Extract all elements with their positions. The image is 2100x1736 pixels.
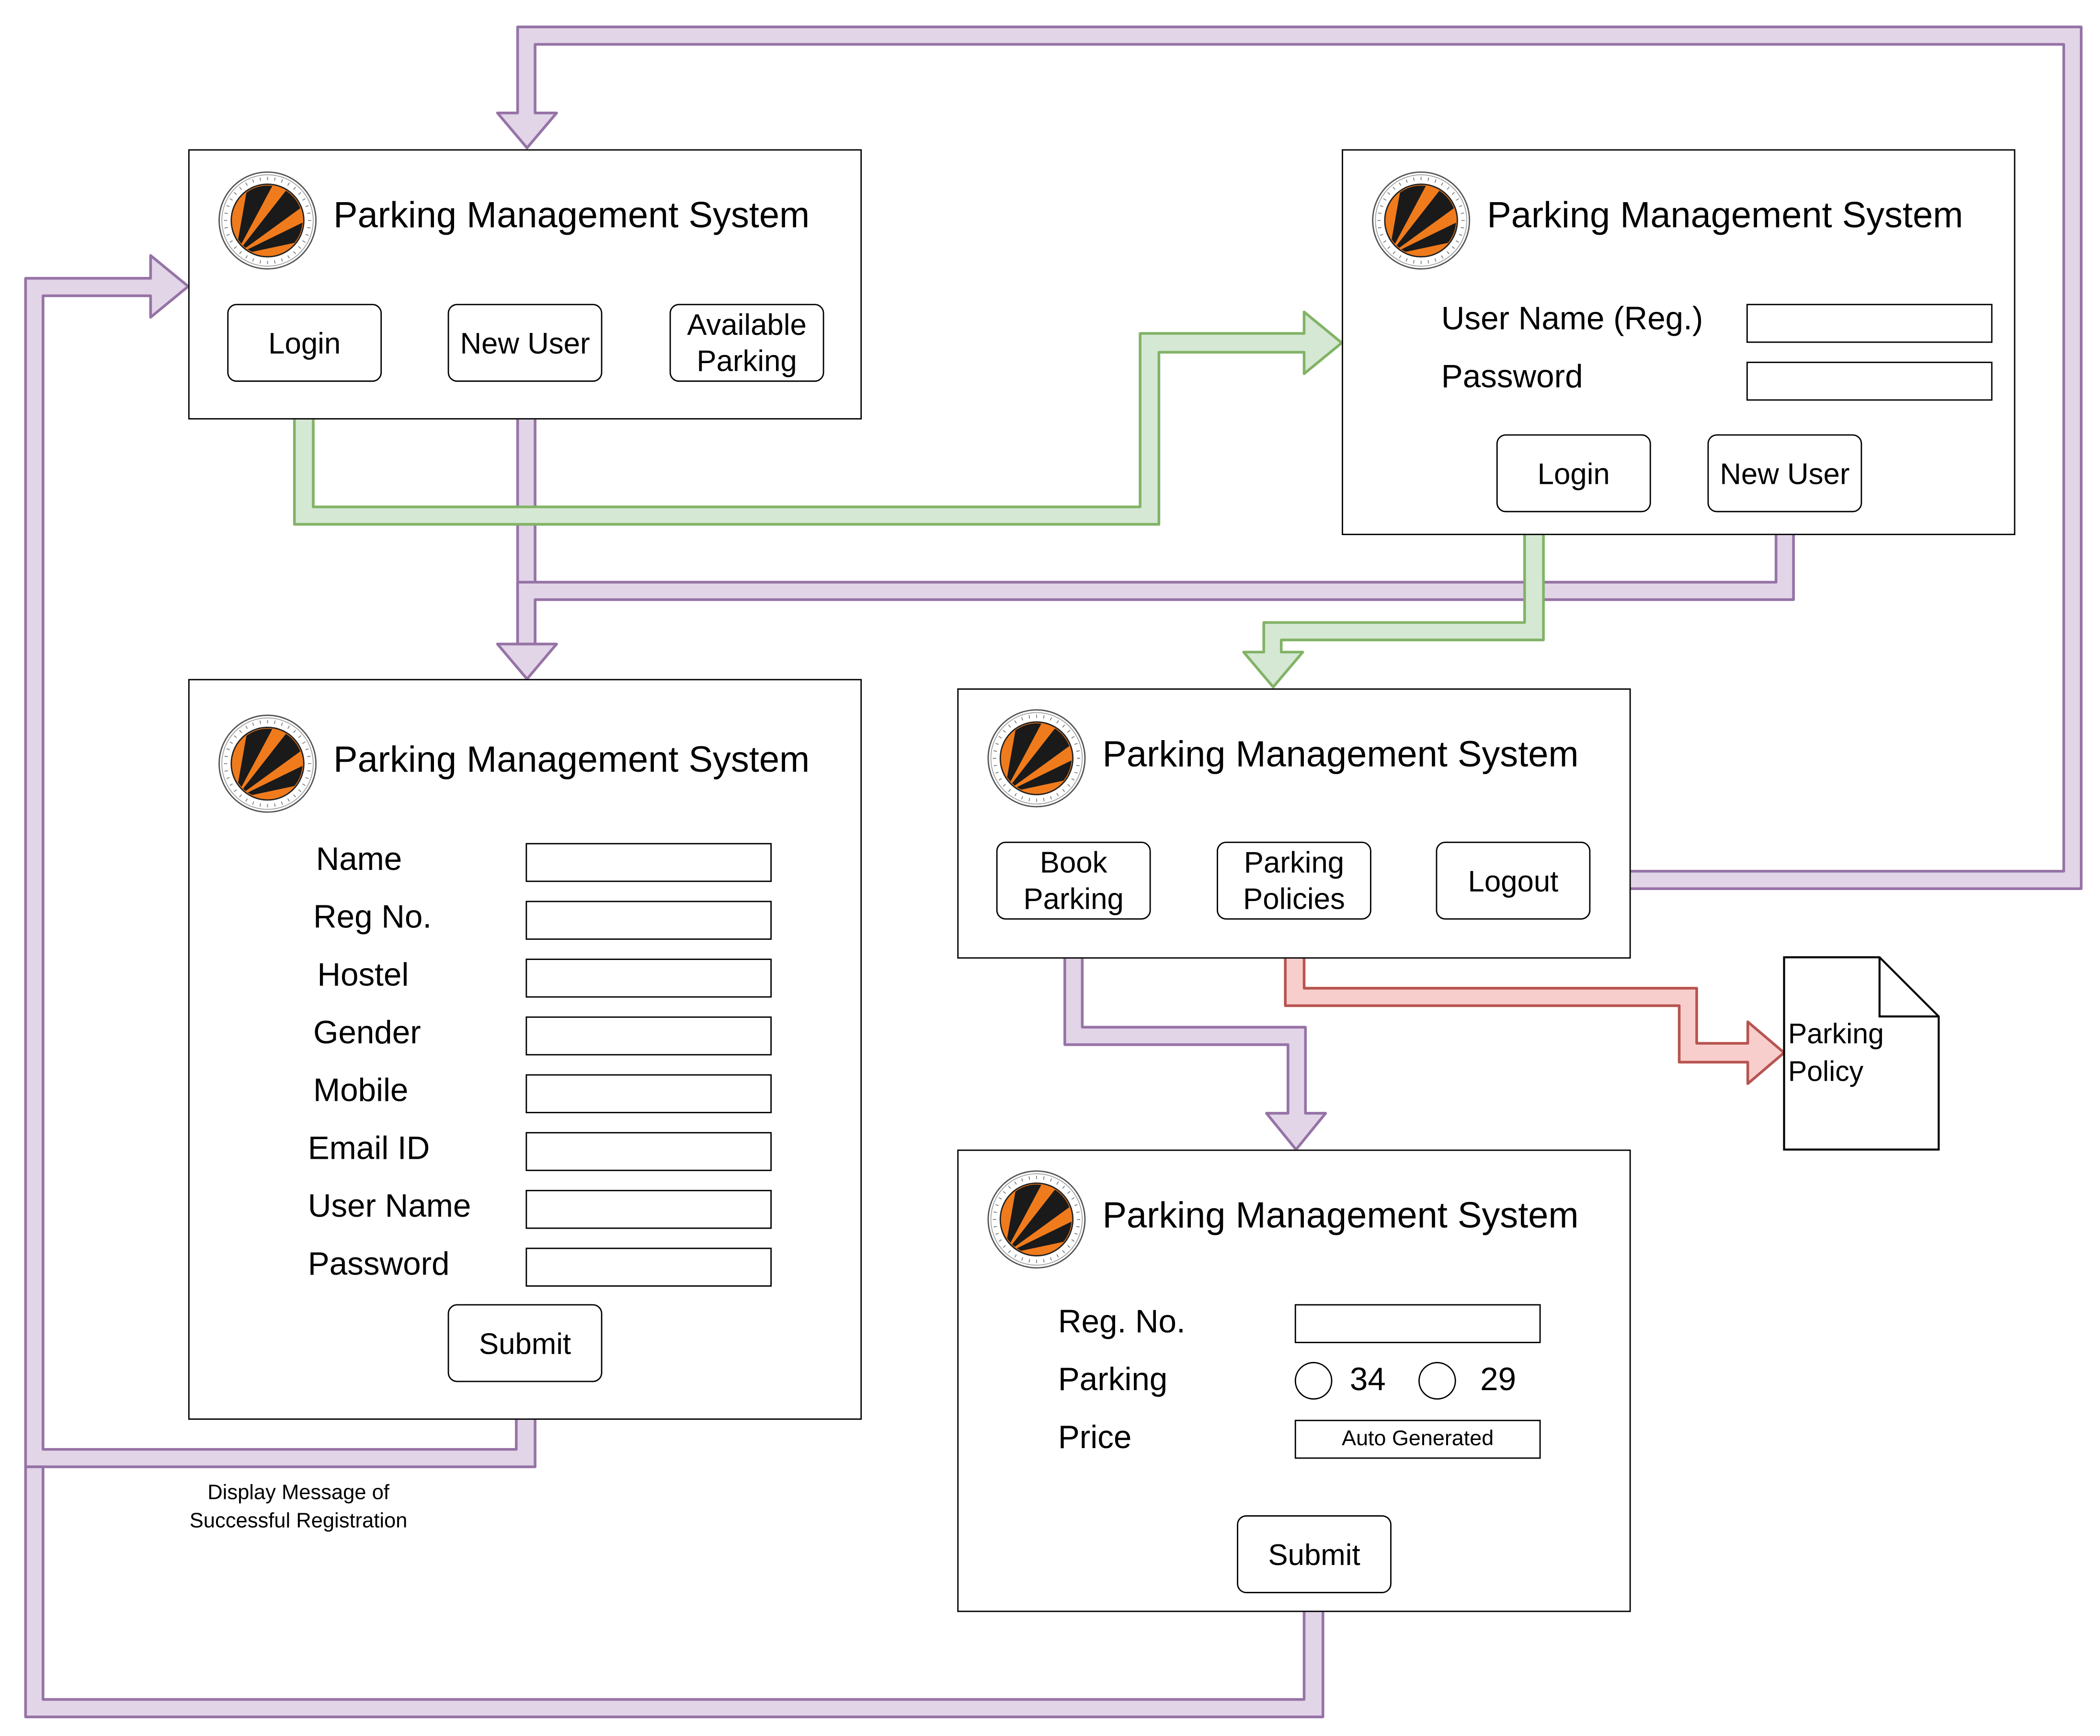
arrow-booking-submit-to-home — [24, 1465, 1324, 1718]
parking-option-29: 29 — [1480, 1362, 1517, 1398]
login-button[interactable]: Login — [1496, 434, 1651, 513]
university-seal-logo — [1370, 170, 1472, 272]
gender-field[interactable] — [525, 1016, 772, 1056]
username-field[interactable] — [1746, 304, 1993, 343]
reg-no-field[interactable] — [525, 901, 772, 940]
dashboard-screen: Parking Management System Book Parking P… — [957, 688, 1631, 959]
gender-label: Gender — [313, 1015, 421, 1051]
reg-no-label: Reg. No. — [1058, 1304, 1186, 1341]
policy-document-label: Parking Policy — [1788, 1019, 1884, 1088]
email-label: Email ID — [308, 1131, 430, 1167]
university-seal-logo — [985, 1168, 1087, 1270]
username-label: User Name — [308, 1188, 471, 1225]
arrow-newuser-to-register — [496, 379, 558, 681]
parking-policies-button[interactable]: Parking Policies — [1217, 841, 1371, 920]
password-field[interactable] — [1746, 362, 1993, 401]
page-title: Parking Management System — [1487, 194, 1963, 236]
login-screen: Parking Management System User Name (Reg… — [1342, 149, 2016, 536]
arrow-policies-to-document — [1284, 917, 1786, 1085]
page-title: Parking Management System — [333, 194, 810, 236]
page-title: Parking Management System — [1102, 734, 1579, 775]
parking-label: Parking — [1058, 1362, 1168, 1398]
mobile-label: Mobile — [313, 1073, 409, 1109]
mobile-field[interactable] — [525, 1074, 772, 1113]
page-title: Parking Management System — [1102, 1195, 1579, 1236]
university-seal-logo — [217, 170, 319, 272]
home-screen: Parking Management System Login New User… — [188, 149, 862, 420]
price-label: Price — [1058, 1419, 1132, 1456]
reg-no-label: Reg No. — [313, 899, 432, 936]
arrow-login-newuser-to-register — [516, 509, 1795, 646]
arrow-login-to-login-screen — [293, 310, 1343, 526]
booking-screen: Parking Management System Reg. No. Parki… — [957, 1149, 1631, 1612]
parking-option-34: 34 — [1349, 1362, 1386, 1398]
book-parking-button[interactable]: Book Parking — [996, 841, 1151, 920]
arrow-book-to-booking — [1063, 917, 1327, 1151]
name-field[interactable] — [525, 843, 772, 882]
username-field[interactable] — [525, 1189, 772, 1229]
name-label: Name — [316, 841, 402, 878]
hostel-field[interactable] — [525, 959, 772, 998]
radio-button-icon[interactable] — [1294, 1362, 1333, 1400]
email-field[interactable] — [525, 1132, 772, 1171]
reg-no-field[interactable] — [1294, 1304, 1541, 1343]
document-icon — [1783, 956, 1940, 1151]
arrow-logout-to-home — [496, 25, 2083, 891]
new-user-button[interactable]: New User — [447, 304, 603, 382]
arrow-login-to-dashboard — [1242, 509, 1545, 689]
username-label: User Name (Reg.) — [1441, 301, 1703, 338]
logout-button[interactable]: Logout — [1436, 841, 1591, 920]
submit-button[interactable]: Submit — [447, 1304, 603, 1382]
university-seal-logo — [217, 713, 319, 815]
password-field[interactable] — [525, 1247, 772, 1287]
hostel-label: Hostel — [317, 957, 409, 994]
price-field: Auto Generated — [1294, 1419, 1541, 1459]
login-button[interactable]: Login — [227, 304, 382, 382]
radio-button-icon[interactable] — [1418, 1362, 1456, 1400]
new-user-button[interactable]: New User — [1707, 434, 1862, 513]
registration-note: Display Message of Successful Registrati… — [189, 1481, 408, 1533]
available-parking-button[interactable]: Available Parking — [669, 304, 824, 382]
submit-button[interactable]: Submit — [1237, 1515, 1392, 1593]
password-label: Password — [308, 1246, 450, 1283]
university-seal-logo — [985, 707, 1087, 809]
page-title: Parking Management System — [333, 739, 810, 780]
registration-screen: Parking Management System Name Reg No. H… — [188, 679, 862, 1420]
password-label: Password — [1441, 359, 1583, 396]
arrow-register-submit-to-home — [24, 254, 536, 1468]
